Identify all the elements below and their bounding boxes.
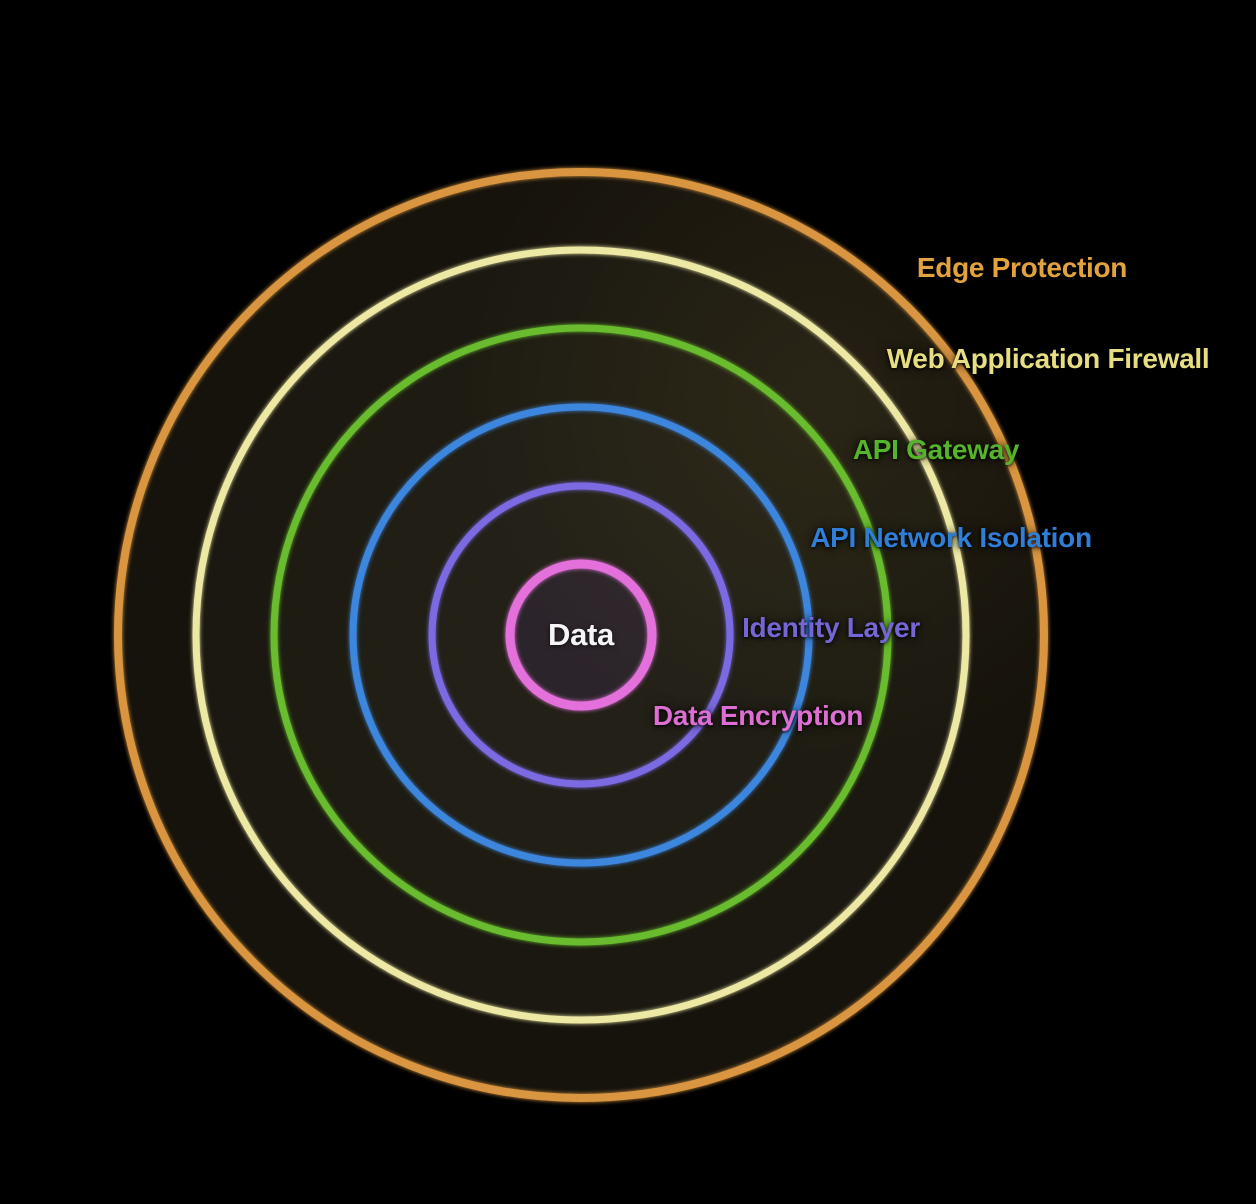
layer-label-api-network-isolation: API Network Isolation — [810, 522, 1092, 553]
layer-label-web-application-firewall: Web Application Firewall — [886, 343, 1210, 374]
layer-label-api-gateway: API Gateway — [852, 434, 1020, 465]
layer-ring-api-gateway — [270, 324, 892, 946]
center-data-label: Data — [548, 617, 614, 652]
layer-ring-data-encryption — [505, 559, 657, 711]
ring-strokes — [114, 168, 1048, 1102]
layer-ring-edge-protection — [114, 168, 1048, 1102]
layer-ring-api-network-isolation — [349, 403, 813, 867]
layer-label-identity-layer: Identity Layer — [742, 612, 920, 643]
layer-ring-identity-layer — [428, 482, 734, 788]
haze-glow — [300, 172, 1044, 920]
layer-label-data-encryption: Data Encryption — [652, 700, 864, 731]
inner-haze — [300, 172, 1044, 920]
layer-ring-web-application-firewall — [192, 246, 970, 1024]
layer-label-edge-protection: Edge Protection — [916, 252, 1128, 283]
